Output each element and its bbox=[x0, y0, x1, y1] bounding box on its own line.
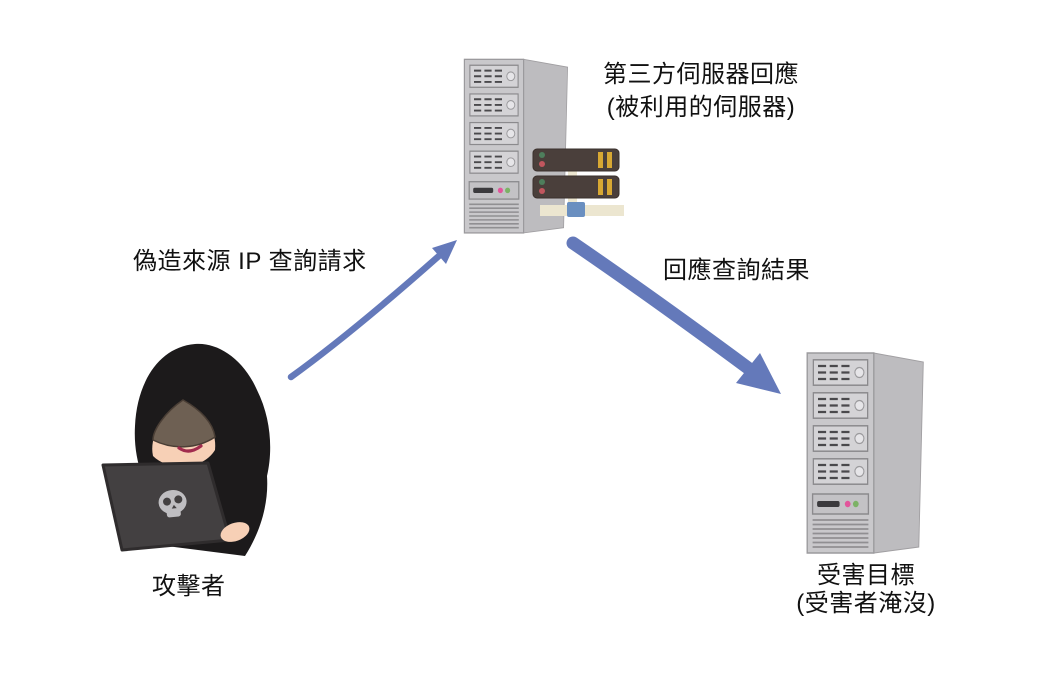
victim-label-line1: 受害目標 bbox=[817, 562, 915, 589]
face-shadow bbox=[152, 399, 216, 448]
request-edge-label: 偽造來源 IP 查詢請求 bbox=[133, 248, 367, 275]
hub-unit-2 bbox=[532, 175, 620, 199]
hub-unit-1 bbox=[532, 148, 620, 172]
network-hub-icon bbox=[532, 148, 624, 217]
laptop-icon bbox=[101, 461, 232, 552]
smile bbox=[177, 444, 203, 453]
victim-label: 受害目標 (受害者淹沒) bbox=[781, 562, 951, 618]
response-arrow-icon bbox=[566, 236, 781, 394]
victim-label-line2: (受害者淹沒) bbox=[796, 590, 936, 617]
reflector-label: 第三方伺服器回應 (被利用的伺服器) bbox=[594, 58, 808, 124]
reflector-label-line1: 第三方伺服器回應 bbox=[603, 61, 799, 88]
hand bbox=[220, 522, 250, 542]
skull-icon bbox=[158, 489, 187, 518]
attacker-label: 攻擊者 bbox=[152, 573, 226, 600]
attacker-hacker-icon bbox=[101, 343, 271, 556]
request-arrow-icon bbox=[287, 240, 457, 381]
response-edge-label: 回應查詢結果 bbox=[663, 257, 810, 284]
victim-server-icon bbox=[800, 348, 935, 560]
reflector-label-line2: (被利用的伺服器) bbox=[606, 94, 796, 121]
